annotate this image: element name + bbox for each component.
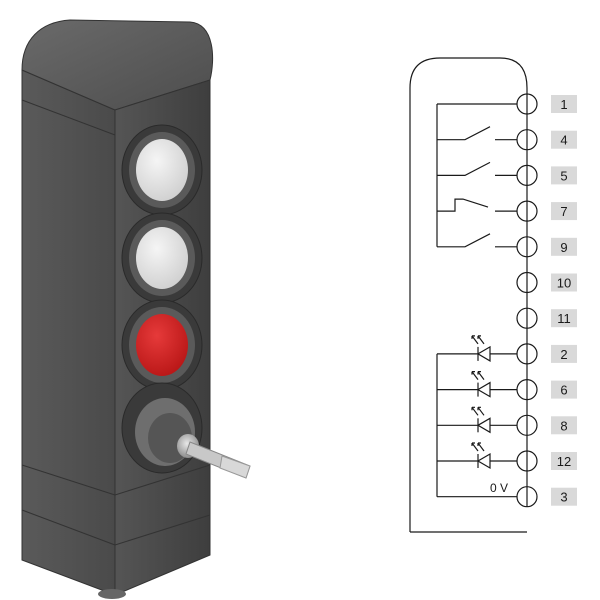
led-icon-12: [437, 442, 517, 470]
pin-label: 8: [560, 418, 567, 433]
switch-contact-9: [437, 233, 517, 248]
white-button-middle: [121, 212, 203, 304]
switch-contact-7: [437, 198, 517, 212]
pin-label: 9: [560, 240, 567, 255]
zero-volt-label: 0 V: [490, 481, 508, 495]
pin-label-box: [551, 380, 577, 399]
pin-label-box: [551, 487, 577, 506]
pin-label: 10: [557, 276, 571, 291]
pin-label-box: [551, 309, 577, 328]
pushbutton-station-illustration: [21, 19, 251, 599]
key-switch: [121, 382, 251, 479]
connector-icon: [98, 589, 126, 599]
switch-contact-5: [437, 161, 517, 176]
led-icon-6: [437, 371, 517, 398]
red-button: [121, 299, 203, 391]
pin-label: 1: [560, 97, 567, 112]
pin-label-box: [551, 452, 577, 470]
pin-label: 7: [560, 204, 567, 219]
schematic-enclosure: [409, 57, 528, 532]
pin-label-box: [551, 95, 577, 113]
pin-label: 12: [557, 454, 571, 469]
pin-label-box: [551, 166, 577, 185]
led-icon-2: [437, 335, 517, 362]
pin-label-box: [551, 202, 577, 221]
pin-label-box: [551, 416, 577, 435]
pin-label: 5: [560, 168, 567, 183]
pin-label-box: [551, 237, 577, 256]
pin-label-box: [551, 130, 577, 149]
pin-label: 2: [560, 347, 567, 362]
pin-label: 4: [560, 133, 567, 148]
switch-contact-4: [437, 126, 517, 141]
housing-top: [21, 19, 214, 111]
pin-label-box: [551, 344, 577, 363]
pin-label-box: [551, 273, 577, 292]
pin-label: 3: [560, 490, 567, 505]
led-icon-8: [437, 406, 517, 434]
pin-label: 11: [557, 311, 571, 326]
pin-label: 6: [560, 383, 567, 398]
